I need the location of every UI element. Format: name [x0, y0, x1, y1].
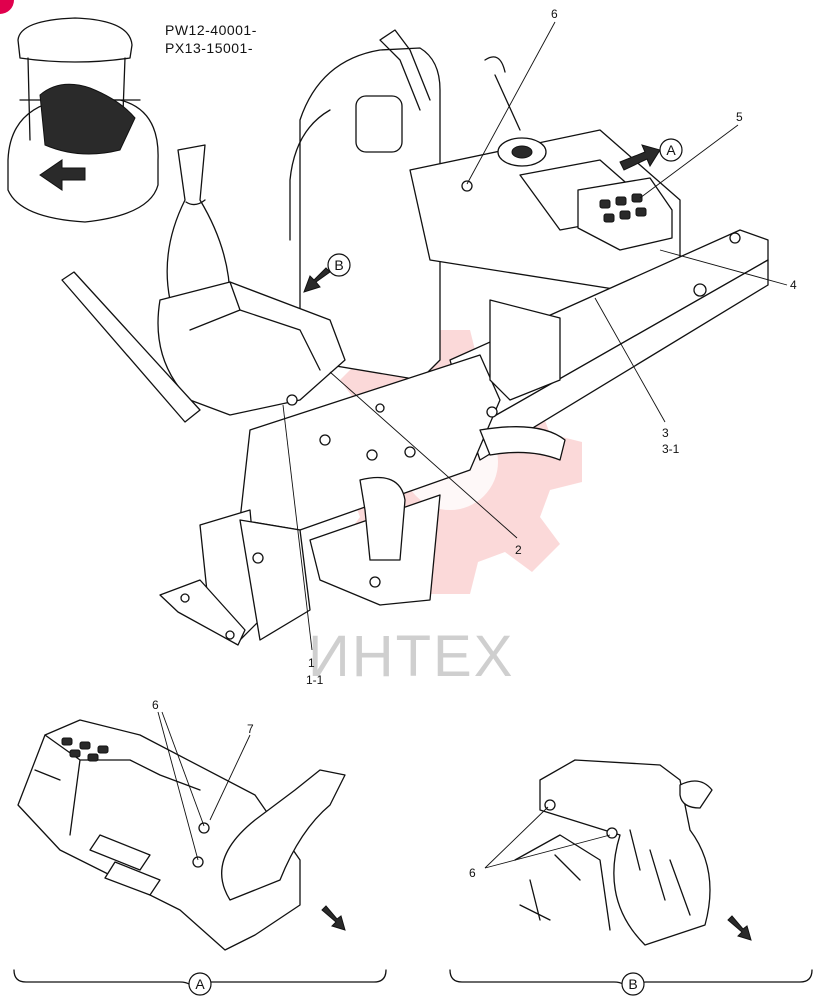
- switch-panel: [599, 193, 647, 223]
- view-marker-b-detail: B: [628, 976, 637, 992]
- view-arrow-a: A: [619, 138, 683, 171]
- callout-7: 7: [247, 722, 254, 736]
- serial-number-2: PX13-15001-: [165, 40, 253, 56]
- locator-thumbnail: [7, 17, 159, 223]
- callout-2: 2: [515, 543, 522, 557]
- callout-6-detail-a: 6: [152, 698, 159, 712]
- detail-b-caption: B: [449, 969, 813, 996]
- detail-a-switches: [61, 737, 109, 762]
- callout-4: 4: [790, 278, 797, 292]
- detail-a-caption: A: [13, 969, 387, 996]
- fasteners: [180, 394, 498, 640]
- locator-arrow-icon: [39, 159, 86, 191]
- arrow-a-icon: [619, 144, 661, 171]
- callout-1-1: 1-1: [306, 673, 324, 687]
- detail-view-b: 6: [469, 759, 752, 946]
- view-arrow-b: B: [303, 253, 351, 293]
- watermark-text: ИНТЕХ: [308, 624, 514, 689]
- main-callouts: 6 5 4 3 3-1 2 1 1-1: [282, 7, 797, 687]
- callout-1: 1: [308, 656, 315, 670]
- serial-number-1: PW12-40001-: [165, 22, 257, 38]
- arrow-b-icon: [303, 267, 331, 293]
- view-marker-a-detail: A: [195, 976, 205, 992]
- callout-3-1: 3-1: [662, 442, 680, 456]
- callout-6-main: 6: [551, 7, 558, 21]
- view-marker-a-main: A: [666, 142, 676, 158]
- view-marker-b-main: B: [334, 257, 343, 273]
- callout-6-detail-b: 6: [469, 866, 476, 880]
- detail-a-arrow-icon: [321, 905, 346, 931]
- detail-view-a: 6 7: [17, 698, 346, 951]
- main-assembly: [61, 29, 769, 646]
- detail-b-arrow-icon: [727, 915, 752, 941]
- callout-5: 5: [736, 110, 743, 124]
- callout-3: 3: [662, 426, 669, 440]
- corner-badge-icon: [0, 0, 14, 14]
